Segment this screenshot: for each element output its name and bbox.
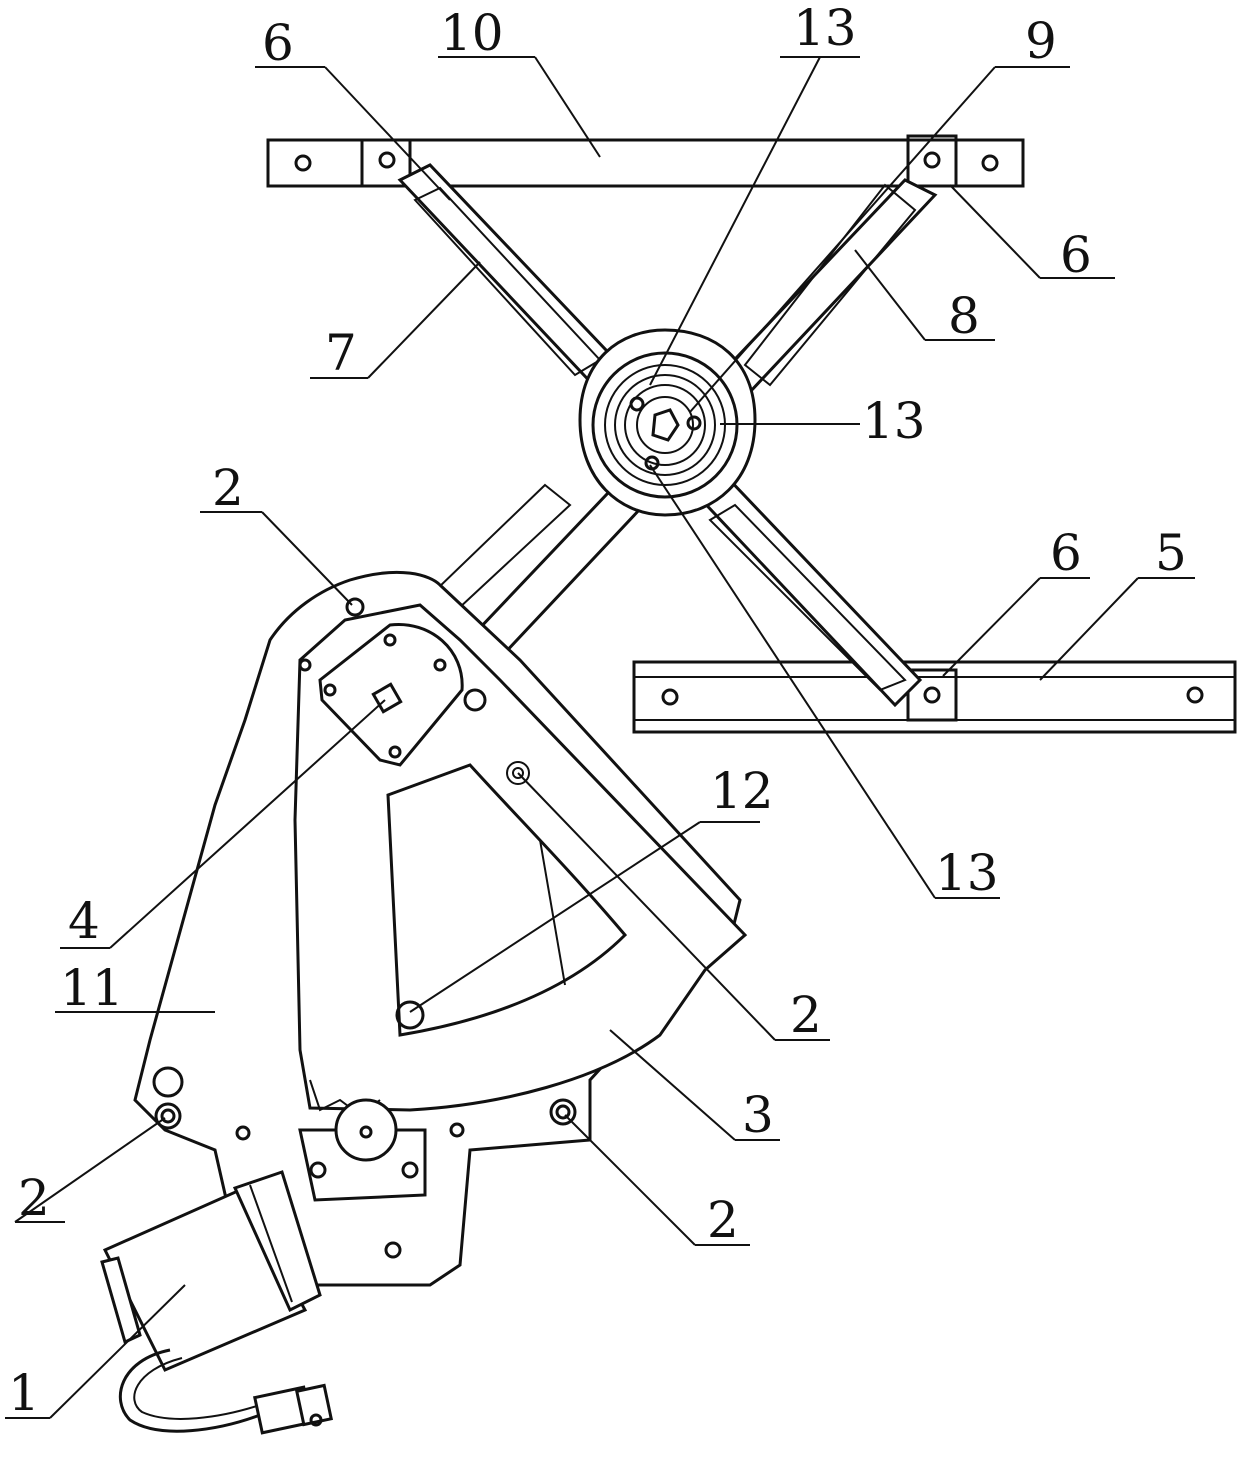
label-8: 8 <box>948 287 980 345</box>
label-13-top: 13 <box>793 0 857 57</box>
label-2-upper: 2 <box>212 459 244 517</box>
label-9: 9 <box>1025 12 1057 70</box>
label-11: 11 <box>60 959 124 1017</box>
label-5: 5 <box>1155 524 1187 582</box>
label-4: 4 <box>68 892 100 950</box>
label-2-middle: 2 <box>790 986 822 1044</box>
upper-guide-rail <box>268 136 1023 186</box>
label-13-bottom: 13 <box>935 844 999 902</box>
label-12: 12 <box>710 762 774 820</box>
label-10: 10 <box>440 4 504 62</box>
label-6-top-right: 6 <box>1060 226 1092 284</box>
label-3: 3 <box>742 1086 774 1144</box>
label-13-right: 13 <box>862 392 926 450</box>
label-2-lower-left: 2 <box>18 1169 50 1227</box>
lower-guide-rail <box>634 662 1235 732</box>
label-1: 1 <box>8 1364 40 1422</box>
label-2-lower-right: 2 <box>707 1191 739 1249</box>
label-7: 7 <box>325 324 357 382</box>
central-pivot-hub <box>580 330 755 515</box>
label-6-lower: 6 <box>1050 524 1082 582</box>
label-6-top-left: 6 <box>262 14 294 72</box>
